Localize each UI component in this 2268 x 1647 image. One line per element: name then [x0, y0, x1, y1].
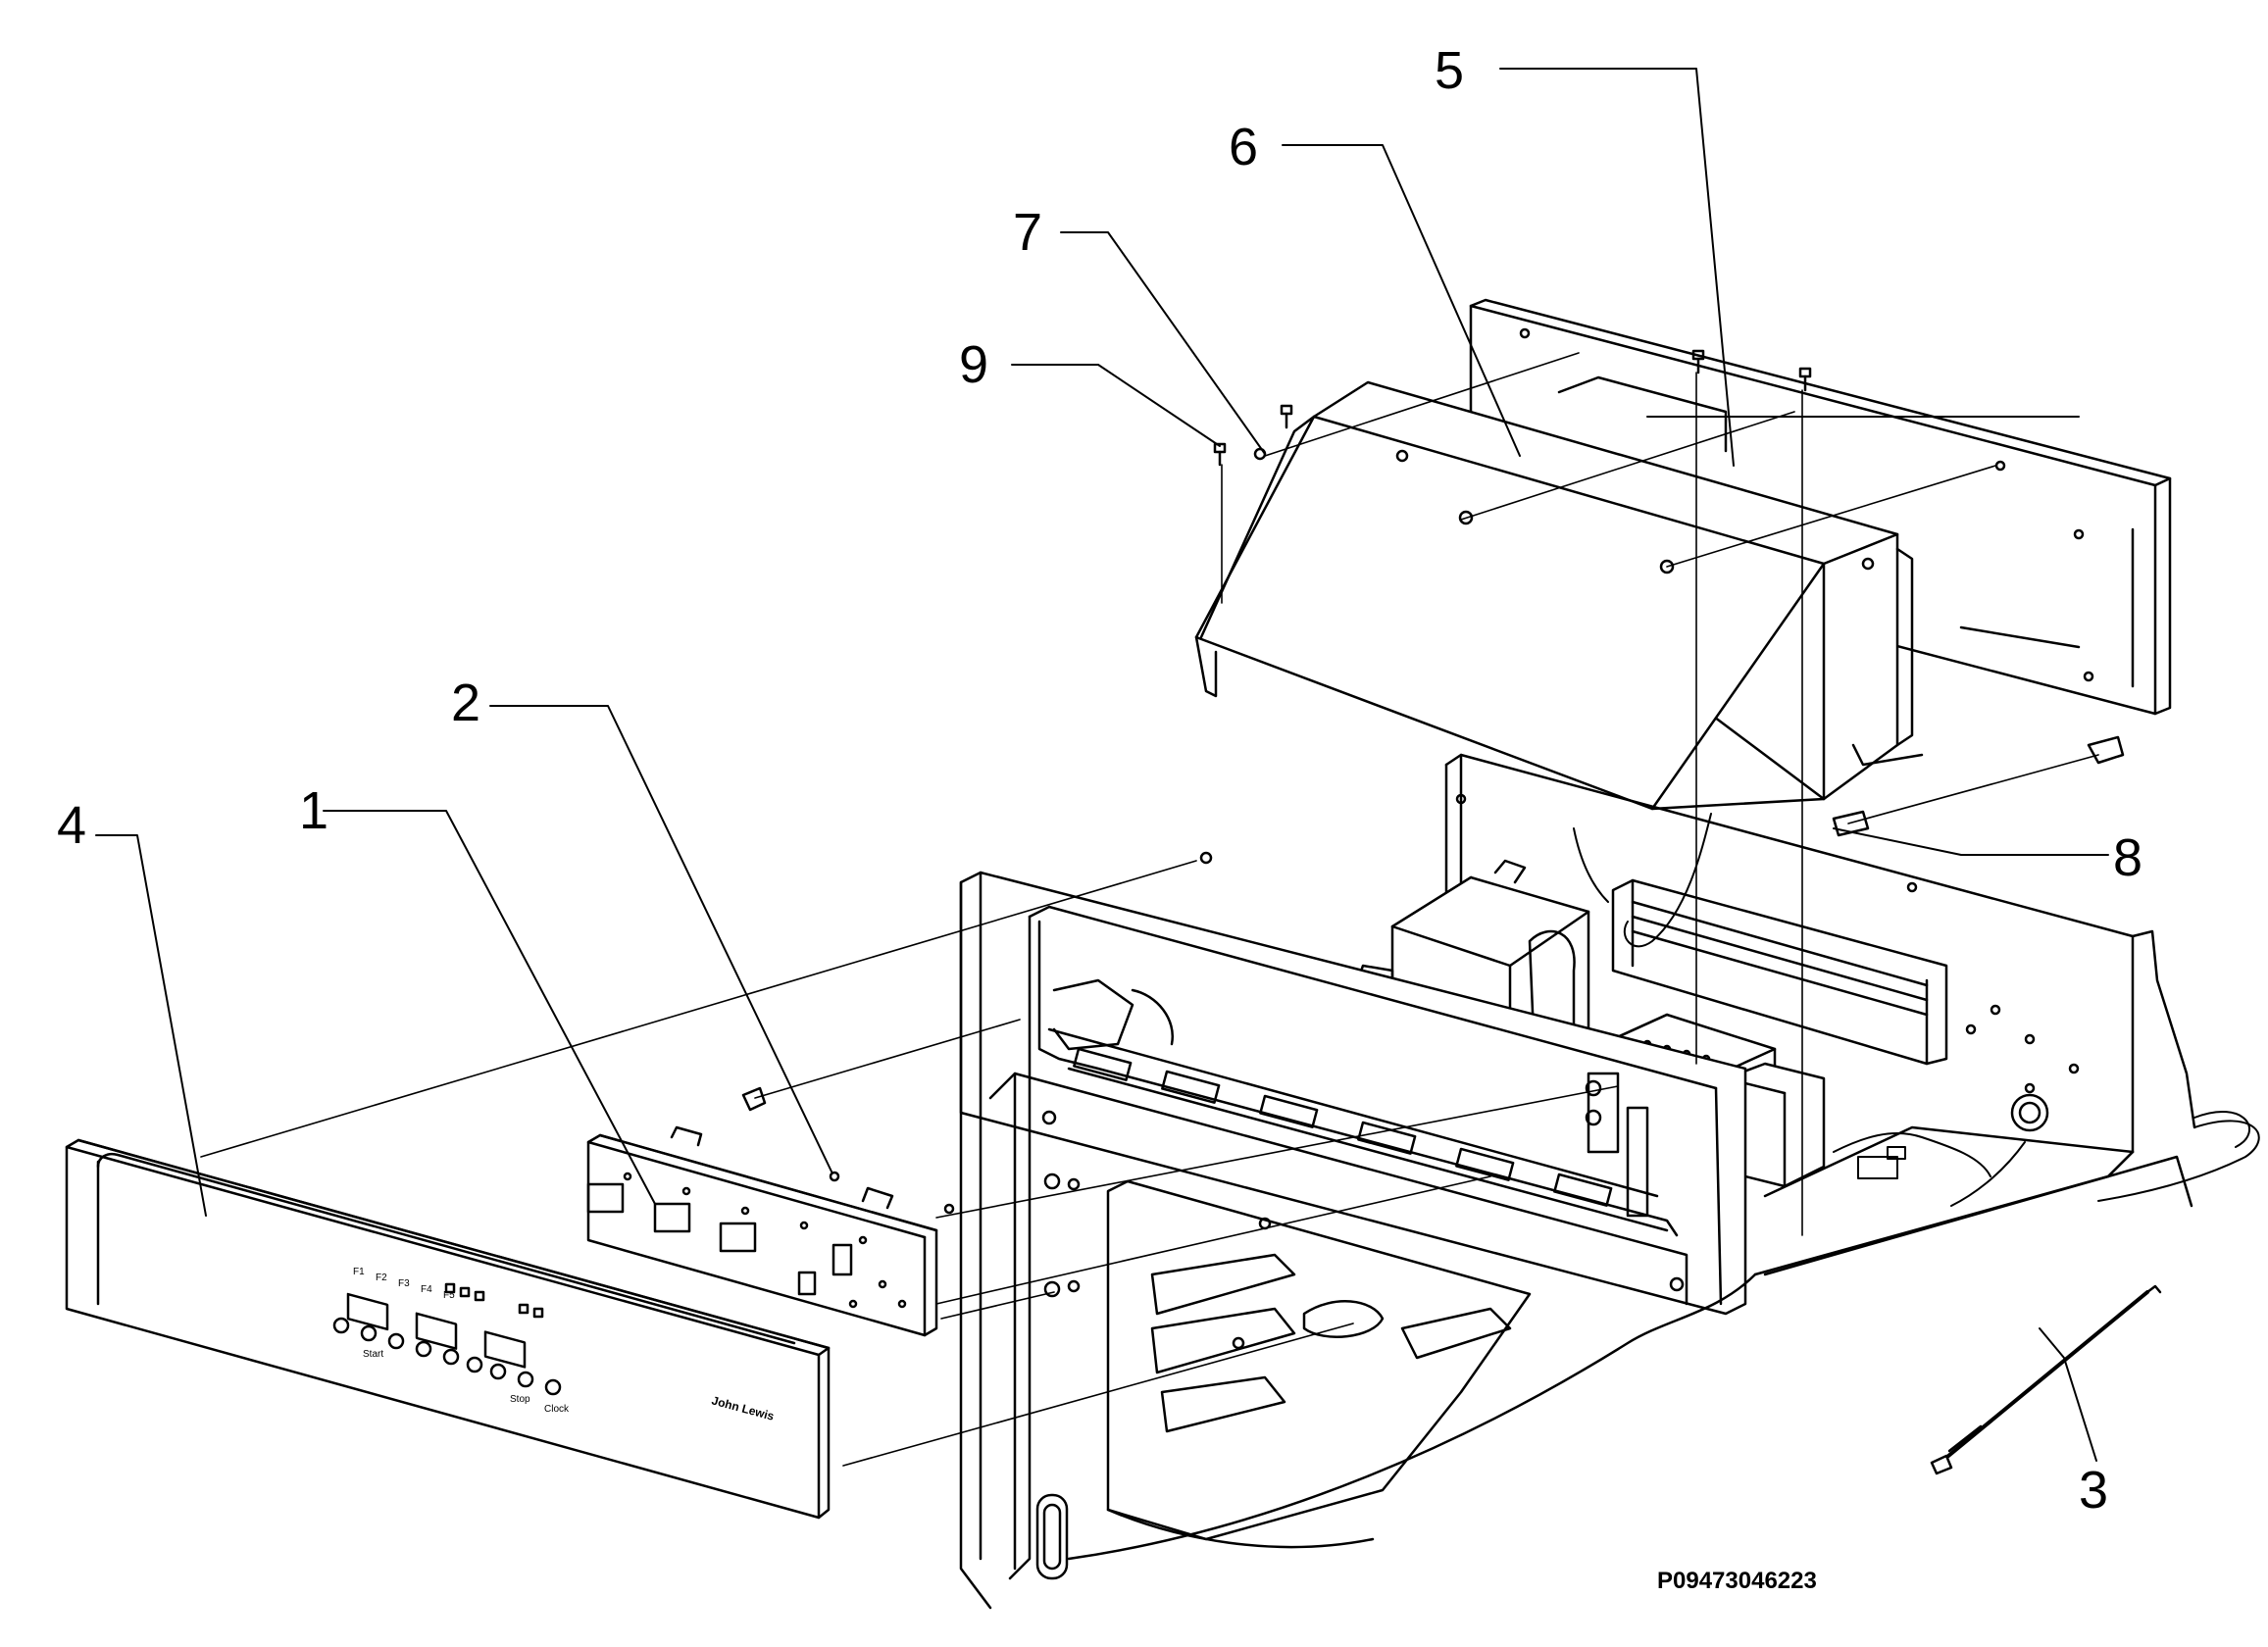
assembly-lines — [200, 352, 2099, 1467]
part-2-fixings — [741, 851, 1272, 1350]
part-9-screws — [1213, 349, 1812, 467]
screw-icon — [1067, 1279, 1081, 1293]
screw-icon — [1213, 442, 1227, 467]
diagram-reference-code: P09473046223 — [1657, 1568, 1817, 1594]
callout-1: 1 — [299, 781, 328, 840]
part-6-angled-cover — [1194, 380, 1924, 811]
screw-icon — [1067, 1177, 1081, 1191]
screw-icon — [943, 1203, 955, 1215]
callout-9: 9 — [959, 335, 988, 394]
callout-7: 7 — [1013, 203, 1042, 262]
screw-icon — [1199, 851, 1213, 865]
screw-icon — [1043, 1280, 1061, 1298]
wiring — [1573, 813, 2260, 1207]
callout-6: 6 — [1229, 118, 1258, 176]
panel-label: F1 — [353, 1267, 365, 1277]
screw-icon — [1232, 1336, 1245, 1350]
leader-lines — [95, 68, 2109, 1462]
screw-icon — [1691, 349, 1705, 374]
panel-label: F2 — [376, 1273, 387, 1283]
screw-icon — [829, 1171, 840, 1182]
part-3-probe — [1930, 1284, 2162, 1475]
callout-4: 4 — [57, 796, 86, 855]
panel-label: F3 — [398, 1278, 410, 1289]
callout-3: 3 — [2079, 1461, 2108, 1520]
panel-label: F4 — [421, 1284, 432, 1295]
part-4-control-panel: F1 F2 F3 F4 F5 Start Stop Clock John Lew… — [65, 1138, 831, 1520]
callout-5: 5 — [1435, 41, 1464, 100]
callout-2: 2 — [451, 674, 480, 732]
panel-label: Clock — [544, 1404, 570, 1415]
panel-label: Stop — [510, 1394, 530, 1405]
callout-8: 8 — [2113, 828, 2142, 887]
panel-label: Start — [363, 1349, 383, 1360]
screw-icon — [741, 1086, 767, 1112]
part-1-control-board — [586, 1125, 938, 1337]
panel-label: F5 — [443, 1290, 455, 1301]
screw-icon — [1798, 367, 1812, 392]
oven-cavity — [1067, 1179, 1757, 1561]
callout-labels: 1 2 3 4 5 6 7 8 9 P09473046223 — [57, 41, 2142, 1594]
oven-front-frame — [959, 871, 1747, 1610]
screw-icon — [1043, 1173, 1061, 1190]
screw-icon — [1280, 404, 1293, 429]
